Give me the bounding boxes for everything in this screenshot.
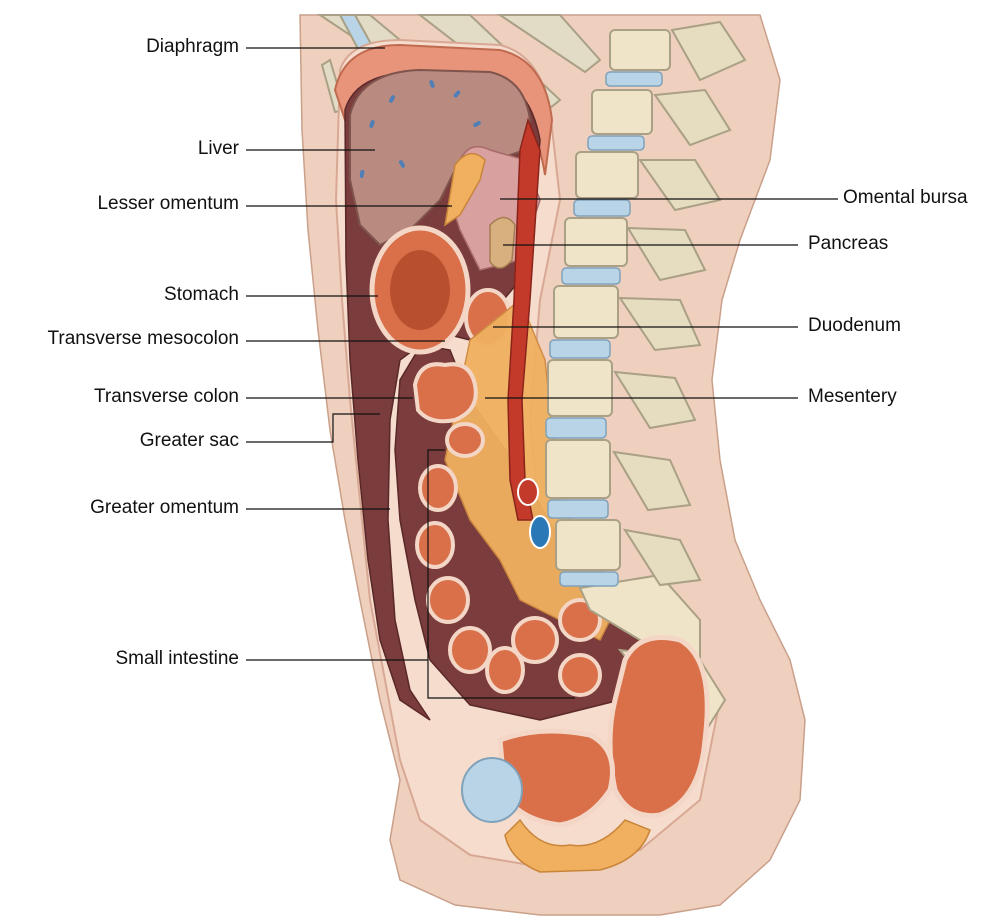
label-transverse-colon: Transverse colon xyxy=(93,386,239,407)
vena-cava-section xyxy=(529,515,551,549)
leader-small-intestine-bracket xyxy=(427,449,575,699)
label-diaphragm: Diaphragm xyxy=(146,36,239,57)
label-duodenum: Duodenum xyxy=(808,315,901,336)
vertebral-column xyxy=(545,20,747,742)
leader-lines xyxy=(246,47,838,699)
liver-shape xyxy=(349,68,532,247)
bladder-shape xyxy=(497,728,615,828)
stomach-lumen xyxy=(390,250,450,330)
label-lesser-omentum: Lesser omentum xyxy=(97,193,239,214)
transverse-colon-shape xyxy=(412,362,478,424)
label-transverse-mesocolon: Transverse mesocolon xyxy=(47,328,239,349)
label-omental-bursa: Omental bursa xyxy=(843,187,968,208)
leader-greater-sac xyxy=(246,413,380,443)
rectum-shape xyxy=(607,635,710,819)
label-greater-sac: Greater sac xyxy=(139,430,239,451)
label-small-intestine: Small intestine xyxy=(115,648,239,669)
label-greater-omentum: Greater omentum xyxy=(90,497,239,518)
lesser-omentum-fold xyxy=(443,152,486,227)
label-liver: Liver xyxy=(197,138,239,159)
label-mesentery: Mesentery xyxy=(808,386,897,407)
aorta-section xyxy=(517,478,539,506)
label-stomach: Stomach xyxy=(164,284,239,305)
aorta xyxy=(507,117,541,521)
pelvic-fat xyxy=(504,818,651,873)
pancreas-shape xyxy=(489,216,516,269)
liver-vessels xyxy=(359,80,481,178)
pubic-symphysis xyxy=(461,757,523,823)
label-pancreas: Pancreas xyxy=(808,233,889,254)
